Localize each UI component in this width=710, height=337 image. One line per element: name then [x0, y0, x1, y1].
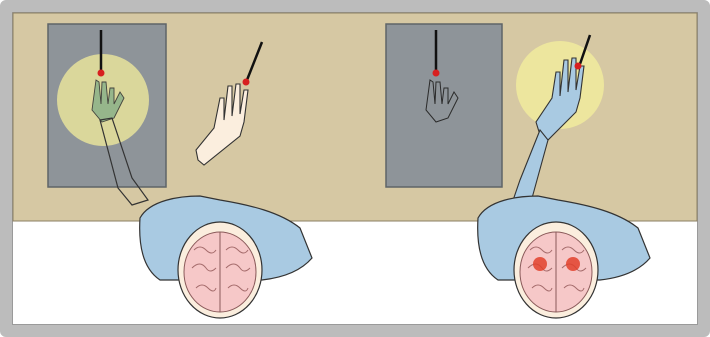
- left-rubber-stick-tip: [243, 79, 250, 86]
- right-rubber-stick-tip: [575, 63, 582, 70]
- activation-right-hemisphere: [566, 257, 580, 271]
- right-screen-stick-tip: [433, 70, 440, 77]
- right-screen: [386, 24, 502, 187]
- activation-left-hemisphere: [533, 257, 547, 271]
- left-stick-tip: [98, 70, 105, 77]
